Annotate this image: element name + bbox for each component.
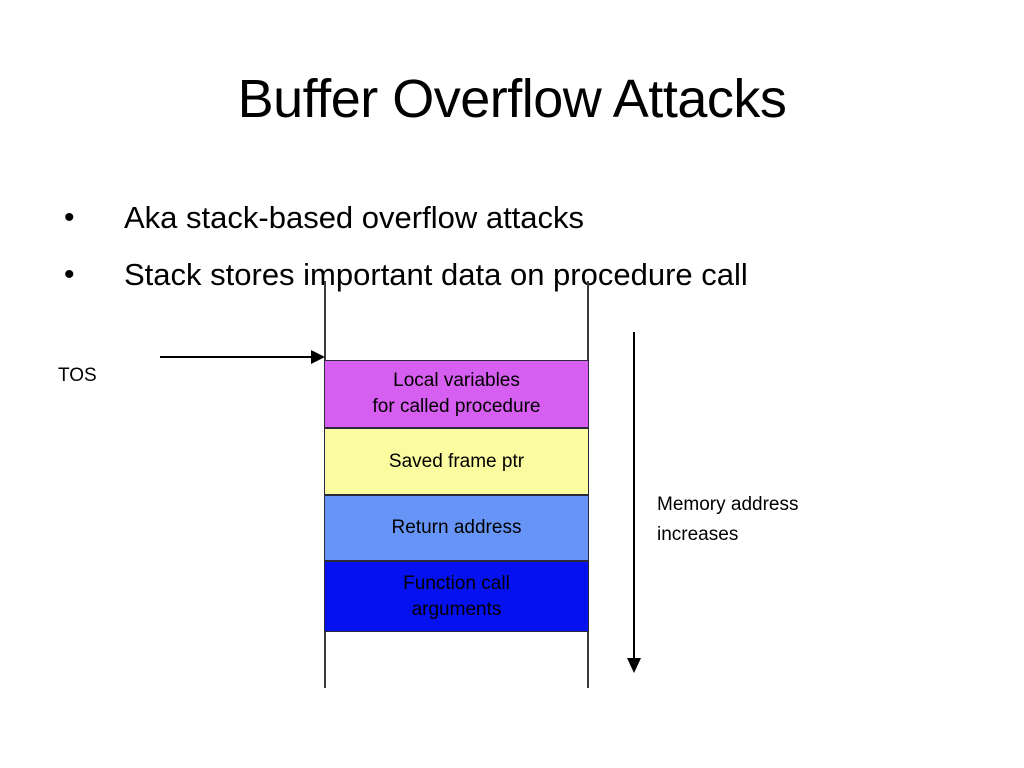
page-title: Buffer Overflow Attacks xyxy=(237,69,787,129)
stack-block-local-variables: Local variables for called procedure xyxy=(324,360,589,428)
stack-block-label-line1: Saved frame ptr xyxy=(388,450,525,472)
list-item: • Stack stores important data on procedu… xyxy=(56,253,956,297)
tos-arrow-line xyxy=(160,356,320,358)
stack-block-saved-frame-ptr: Saved frame ptr xyxy=(324,428,589,495)
stack-block-label-line1: Function call xyxy=(403,572,510,594)
bullet-text: Aka stack-based overflow attacks xyxy=(124,200,585,235)
tos-label: TOS xyxy=(58,365,97,386)
bullet-point-icon: • xyxy=(64,258,75,291)
bullet-point-icon: • xyxy=(64,201,75,234)
stack-block-label-line2: arguments xyxy=(411,598,502,620)
memory-direction-label: Memory address increases xyxy=(657,490,887,550)
memory-direction-arrow-line xyxy=(633,332,635,662)
bullet-list: • Aka stack-based overflow attacks • Sta… xyxy=(56,196,956,310)
memory-direction-arrow-head-icon xyxy=(627,658,641,673)
memory-direction-label-line1: Memory address xyxy=(657,494,799,515)
tos-arrow-head-icon xyxy=(311,350,325,364)
stack-block-label-line2: for called procedure xyxy=(372,396,541,417)
bullet-text: Stack stores important data on procedure… xyxy=(124,257,748,292)
stack-block-label-line1: Local variables xyxy=(393,370,520,391)
stack-block-return-address: Return address xyxy=(324,495,589,561)
stack-block-label-line1: Return address xyxy=(391,517,522,538)
list-item: • Aka stack-based overflow attacks xyxy=(56,196,956,240)
memory-direction-label-line2: increases xyxy=(657,524,739,545)
stack-block-function-call-arguments: Function call arguments xyxy=(324,561,589,632)
